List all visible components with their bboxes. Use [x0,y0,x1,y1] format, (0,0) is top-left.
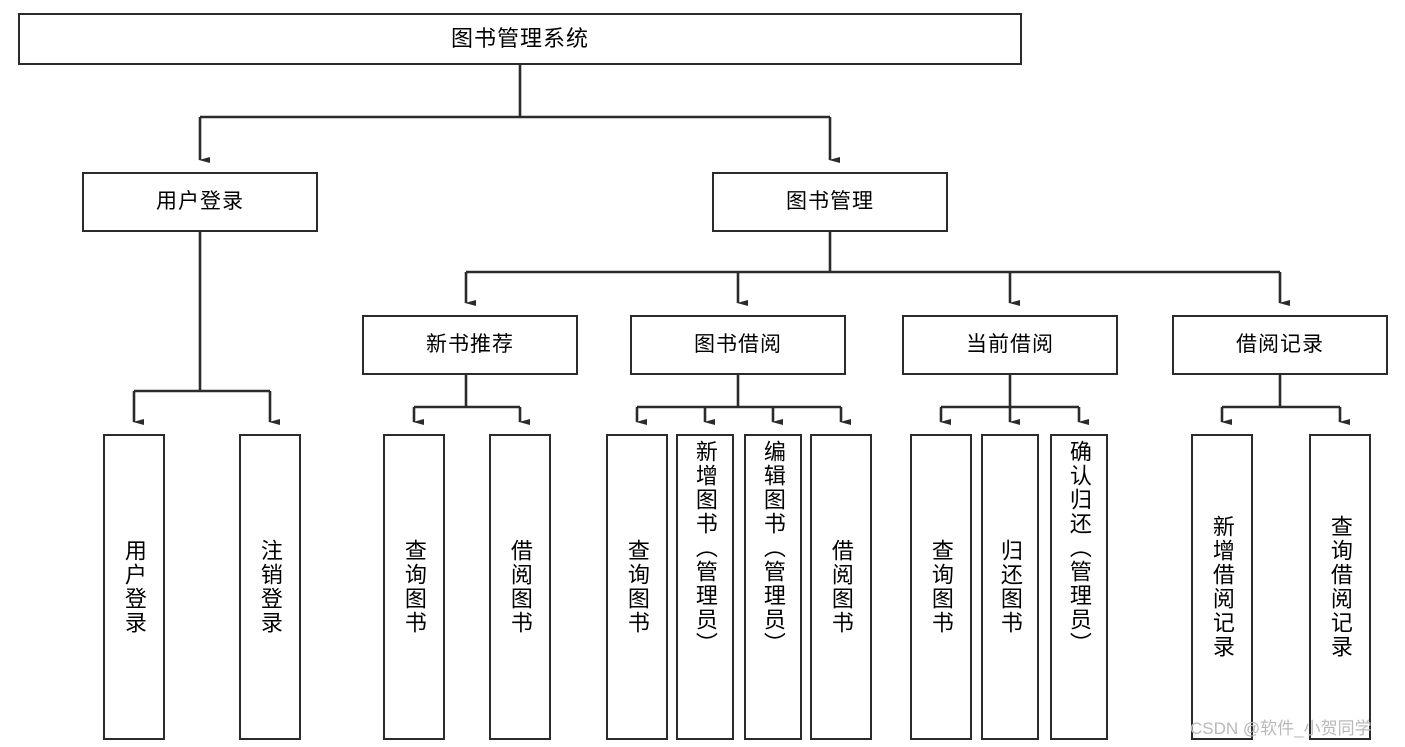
leaf-label: 新增图书（管理员） [692,440,718,656]
node-label: 新书推荐 [426,332,514,356]
leaf-current-borrow-confirm-return-admin[interactable]: 确认归还（管理员） [1050,434,1108,740]
node-borrow-record[interactable]: 借阅记录 [1172,315,1388,375]
leaf-label: 注销登录 [257,539,283,635]
leaf-label: 查询图书 [928,539,954,635]
node-book-borrow[interactable]: 图书借阅 [630,315,846,375]
leaf-label: 查询图书 [401,539,427,635]
leaf-book-borrow-query-book[interactable]: 查询图书 [606,434,668,740]
leaf-label: 用户登录 [121,539,147,635]
node-book-management[interactable]: 图书管理 [712,172,948,232]
node-label: 借阅记录 [1236,332,1324,356]
node-label: 图书管理系统 [450,26,589,52]
leaf-new-book-borrow-book[interactable]: 借阅图书 [489,434,551,740]
leaf-label: 借阅图书 [828,539,854,635]
leaf-current-borrow-return-book[interactable]: 归还图书 [981,434,1039,740]
leaf-label: 查询图书 [624,539,650,635]
leaf-book-borrow-add-book-admin[interactable]: 新增图书（管理员） [676,434,734,740]
csdn-watermark: CSDN @软件_小贺同学 [1190,714,1372,739]
node-label: 图书借阅 [694,332,782,356]
node-new-book-recommend[interactable]: 新书推荐 [362,315,578,375]
leaf-book-borrow-edit-book-admin[interactable]: 编辑图书（管理员） [744,434,802,740]
node-user-login[interactable]: 用户登录 [82,172,318,232]
leaf-new-book-query-book[interactable]: 查询图书 [383,434,445,740]
node-root-book-management-system[interactable]: 图书管理系统 [18,13,1022,65]
leaf-user-login-login[interactable]: 用户登录 [103,434,165,740]
watermark-text: CSDN @软件_小贺同学 [1190,719,1372,738]
leaf-label: 确认归还（管理员） [1066,440,1092,656]
leaf-label: 归还图书 [997,539,1023,635]
leaf-label: 新增借阅记录 [1209,515,1235,659]
node-label: 当前借阅 [966,332,1054,356]
node-label: 用户登录 [156,189,244,213]
leaf-borrow-record-query-record[interactable]: 查询借阅记录 [1309,434,1371,740]
leaf-label: 借阅图书 [507,539,533,635]
leaf-user-login-logout[interactable]: 注销登录 [239,434,301,740]
node-current-borrow[interactable]: 当前借阅 [902,315,1118,375]
leaf-book-borrow-borrow-book[interactable]: 借阅图书 [810,434,872,740]
node-label: 图书管理 [786,189,874,213]
leaf-current-borrow-query-book[interactable]: 查询图书 [910,434,972,740]
leaf-label: 编辑图书（管理员） [760,440,786,656]
leaf-label: 查询借阅记录 [1327,515,1353,659]
leaf-borrow-record-add-record[interactable]: 新增借阅记录 [1191,434,1253,740]
